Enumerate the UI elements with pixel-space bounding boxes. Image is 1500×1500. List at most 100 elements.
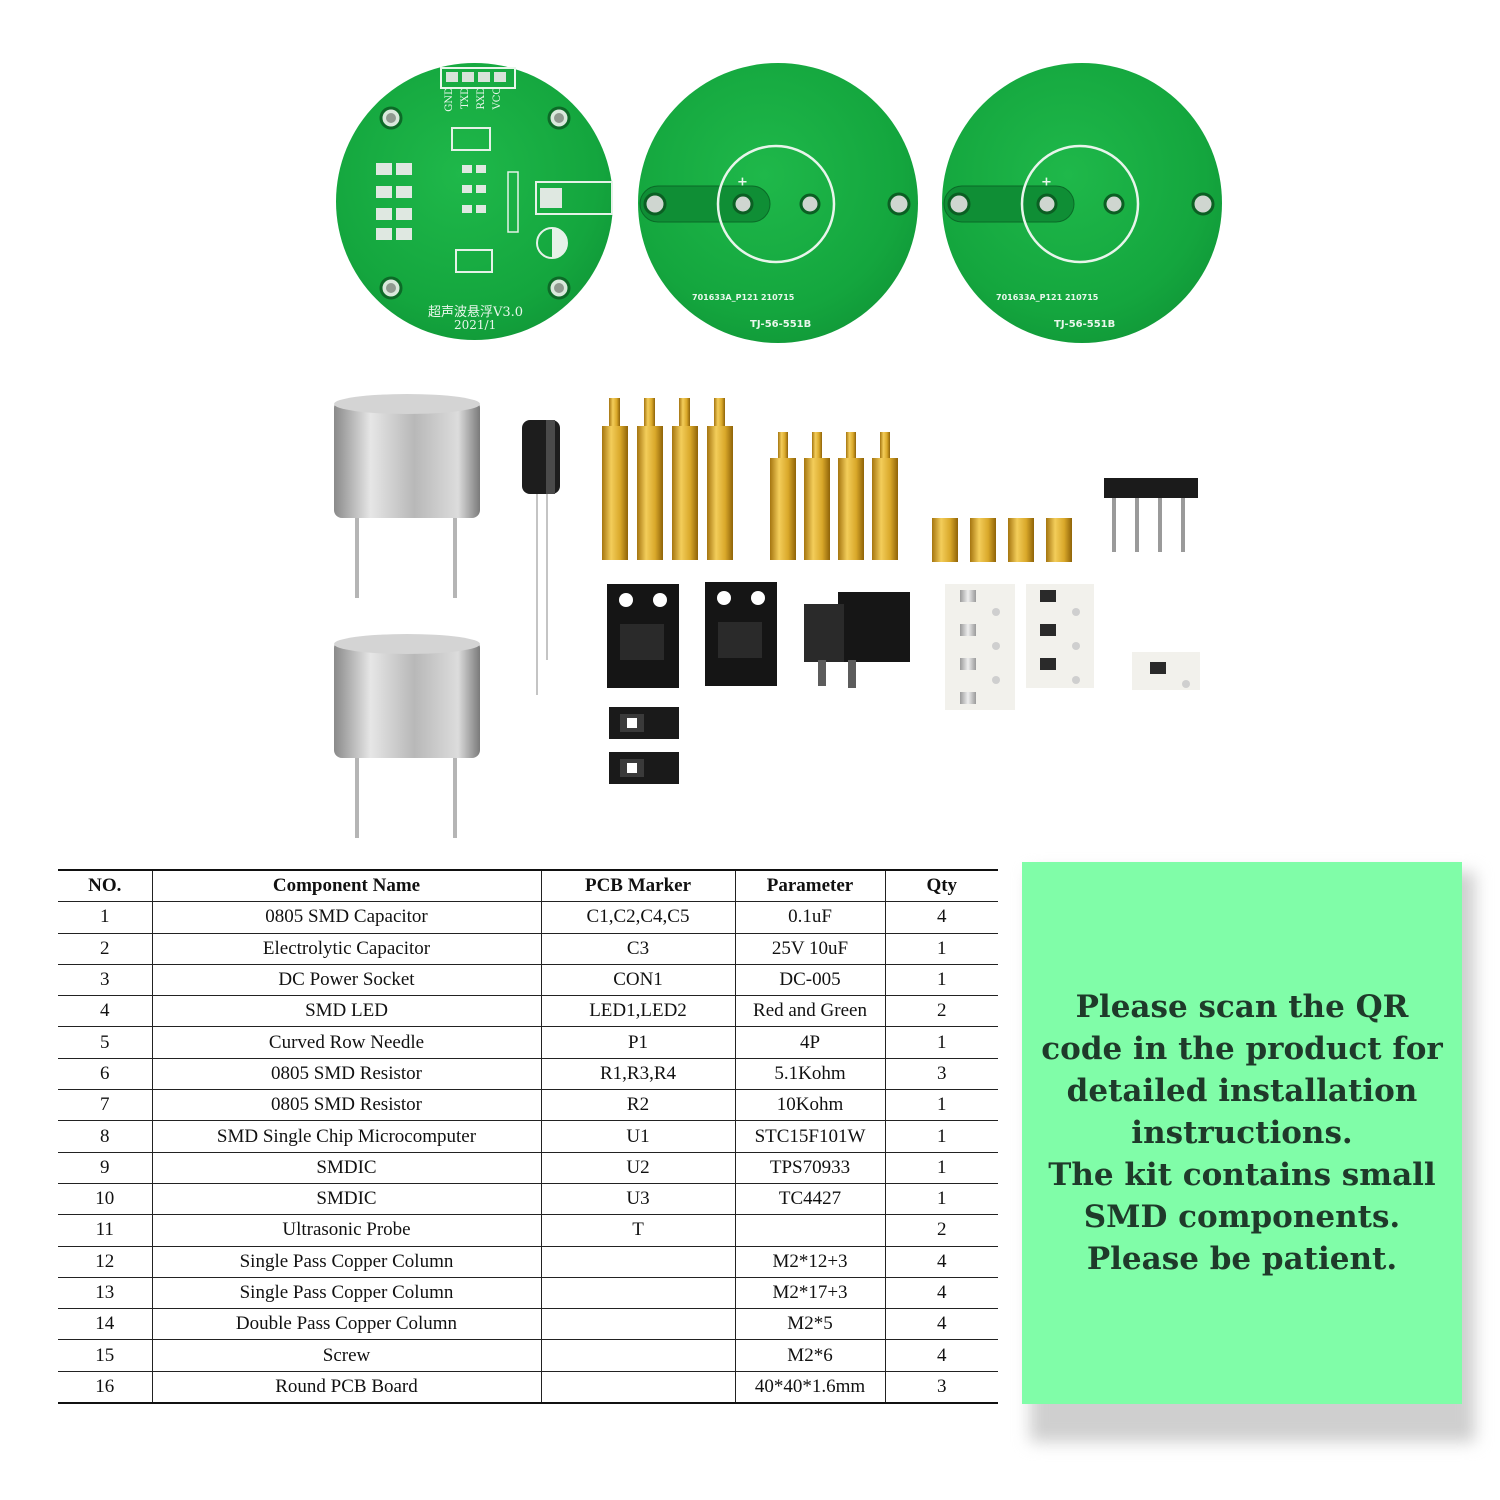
- cell-no: 8: [58, 1120, 153, 1153]
- cell-parameter: STC15F101W: [734, 1120, 886, 1153]
- control-board-features: [376, 72, 613, 300]
- cell-pcb-marker: U1: [540, 1120, 736, 1153]
- cell-pcb-marker: LED1,LED2: [540, 995, 736, 1028]
- cell-pcb-marker: CON1: [540, 963, 736, 997]
- smd-capacitor-strip: [945, 584, 1015, 710]
- cell-parameter: 40*40*1.6mm: [734, 1370, 886, 1405]
- cell-no: 16: [58, 1370, 153, 1405]
- cell-qty: 4: [884, 1308, 998, 1341]
- cell-qty: 2: [884, 1214, 998, 1247]
- ultrasonic-probe-bottom: [334, 634, 480, 838]
- cell-qty: 1: [884, 1182, 998, 1216]
- header-qty: Qty: [884, 869, 998, 903]
- cell-parameter: 0.1uF: [734, 901, 886, 934]
- cell-parameter: Red and Green: [734, 995, 886, 1028]
- cell-qty: 1: [884, 1089, 998, 1122]
- cell-pcb-marker: [540, 1276, 736, 1310]
- cell-parameter: [734, 1214, 886, 1247]
- cell-component-name: Screw: [151, 1339, 542, 1372]
- smd-ic-u3: [705, 582, 777, 686]
- cell-parameter: 25V 10uF: [734, 932, 886, 965]
- cell-parameter: M2*17+3: [734, 1276, 886, 1310]
- cell-no: 11: [58, 1214, 153, 1247]
- header-no: NO.: [58, 869, 153, 903]
- cell-parameter: M2*6: [734, 1339, 886, 1372]
- cell-component-name: 0805 SMD Capacitor: [151, 901, 542, 934]
- cell-component-name: Round PCB Board: [151, 1370, 542, 1405]
- header-pcb-marker: PCB Marker: [540, 869, 736, 903]
- cell-pcb-marker: C3: [540, 932, 736, 965]
- cell-component-name: 0805 SMD Resistor: [151, 1057, 542, 1091]
- cell-component-name: SMDIC: [151, 1151, 542, 1184]
- cell-parameter: TC4427: [734, 1182, 886, 1216]
- cell-component-name: Ultrasonic Probe: [151, 1214, 542, 1247]
- cell-no: 12: [58, 1245, 153, 1278]
- cell-pcb-marker: [540, 1339, 736, 1372]
- cell-pcb-marker: [540, 1308, 736, 1341]
- board-code: 701633A_P121 210715: [996, 293, 1099, 302]
- cell-parameter: M2*12+3: [734, 1245, 886, 1278]
- cell-component-name: Curved Row Needle: [151, 1026, 542, 1059]
- cell-pcb-marker: C1,C2,C4,C5: [540, 901, 736, 934]
- cell-qty: 3: [884, 1370, 998, 1405]
- ultrasonic-probe-top: [334, 394, 480, 598]
- cell-component-name: Single Pass Copper Column: [151, 1245, 542, 1278]
- cell-no: 2: [58, 932, 153, 965]
- copper-columns-long: [602, 398, 733, 560]
- board-date-label: 2021/1: [454, 318, 497, 332]
- smd-resistor-single: [1132, 652, 1200, 690]
- cell-component-name: SMD Single Chip Microcomputer: [151, 1120, 542, 1153]
- cell-pcb-marker: P1: [540, 1026, 736, 1059]
- cell-pcb-marker: R2: [540, 1089, 736, 1122]
- board-model: TJ-56-551B: [1054, 319, 1116, 330]
- cell-parameter: M2*5: [734, 1308, 886, 1341]
- cell-pcb-marker: [540, 1245, 736, 1278]
- curved-row-needle: [1104, 478, 1198, 552]
- cell-pcb-marker: [540, 1370, 736, 1405]
- table-header-row: NO. Component Name PCB Marker Parameter …: [58, 869, 998, 903]
- cell-qty: 4: [884, 1276, 998, 1310]
- cell-parameter: 10Kohm: [734, 1089, 886, 1122]
- cell-component-name: SMD LED: [151, 995, 542, 1028]
- cell-qty: 1: [884, 1151, 998, 1184]
- component-list-table: NO. Component Name PCB Marker Parameter …: [58, 869, 998, 1405]
- probe-mark-plus: +: [1041, 175, 1052, 190]
- cell-no: 1: [58, 901, 153, 934]
- header-parameter: Parameter: [734, 869, 886, 903]
- smd-led-strip-1: [609, 707, 679, 739]
- cell-parameter: TPS70933: [734, 1151, 886, 1184]
- copper-columns-short: [770, 432, 898, 560]
- cell-pcb-marker: U3: [540, 1182, 736, 1216]
- copper-columns-double: [932, 518, 1072, 562]
- cell-no: 14: [58, 1308, 153, 1341]
- cell-qty: 1: [884, 932, 998, 965]
- cell-pcb-marker: R1,R3,R4: [540, 1057, 736, 1091]
- smd-ic-u2: [607, 584, 679, 688]
- cell-component-name: Electrolytic Capacitor: [151, 932, 542, 965]
- cell-no: 5: [58, 1026, 153, 1059]
- components-illustration: [334, 72, 1215, 838]
- installation-note-text: Please scan the QR code in the product f…: [1041, 989, 1443, 1277]
- cell-component-name: 0805 SMD Resistor: [151, 1089, 542, 1122]
- installation-note: Please scan the QR code in the product f…: [1022, 862, 1462, 1404]
- cell-qty: 4: [884, 1339, 998, 1372]
- probe-board-b-features: [943, 144, 1215, 264]
- probe-board-a-features: [639, 144, 911, 264]
- cell-pcb-marker: T: [540, 1214, 736, 1247]
- board-model: TJ-56-551B: [750, 319, 812, 330]
- cell-parameter: 4P: [734, 1026, 886, 1059]
- cell-component-name: SMDIC: [151, 1182, 542, 1216]
